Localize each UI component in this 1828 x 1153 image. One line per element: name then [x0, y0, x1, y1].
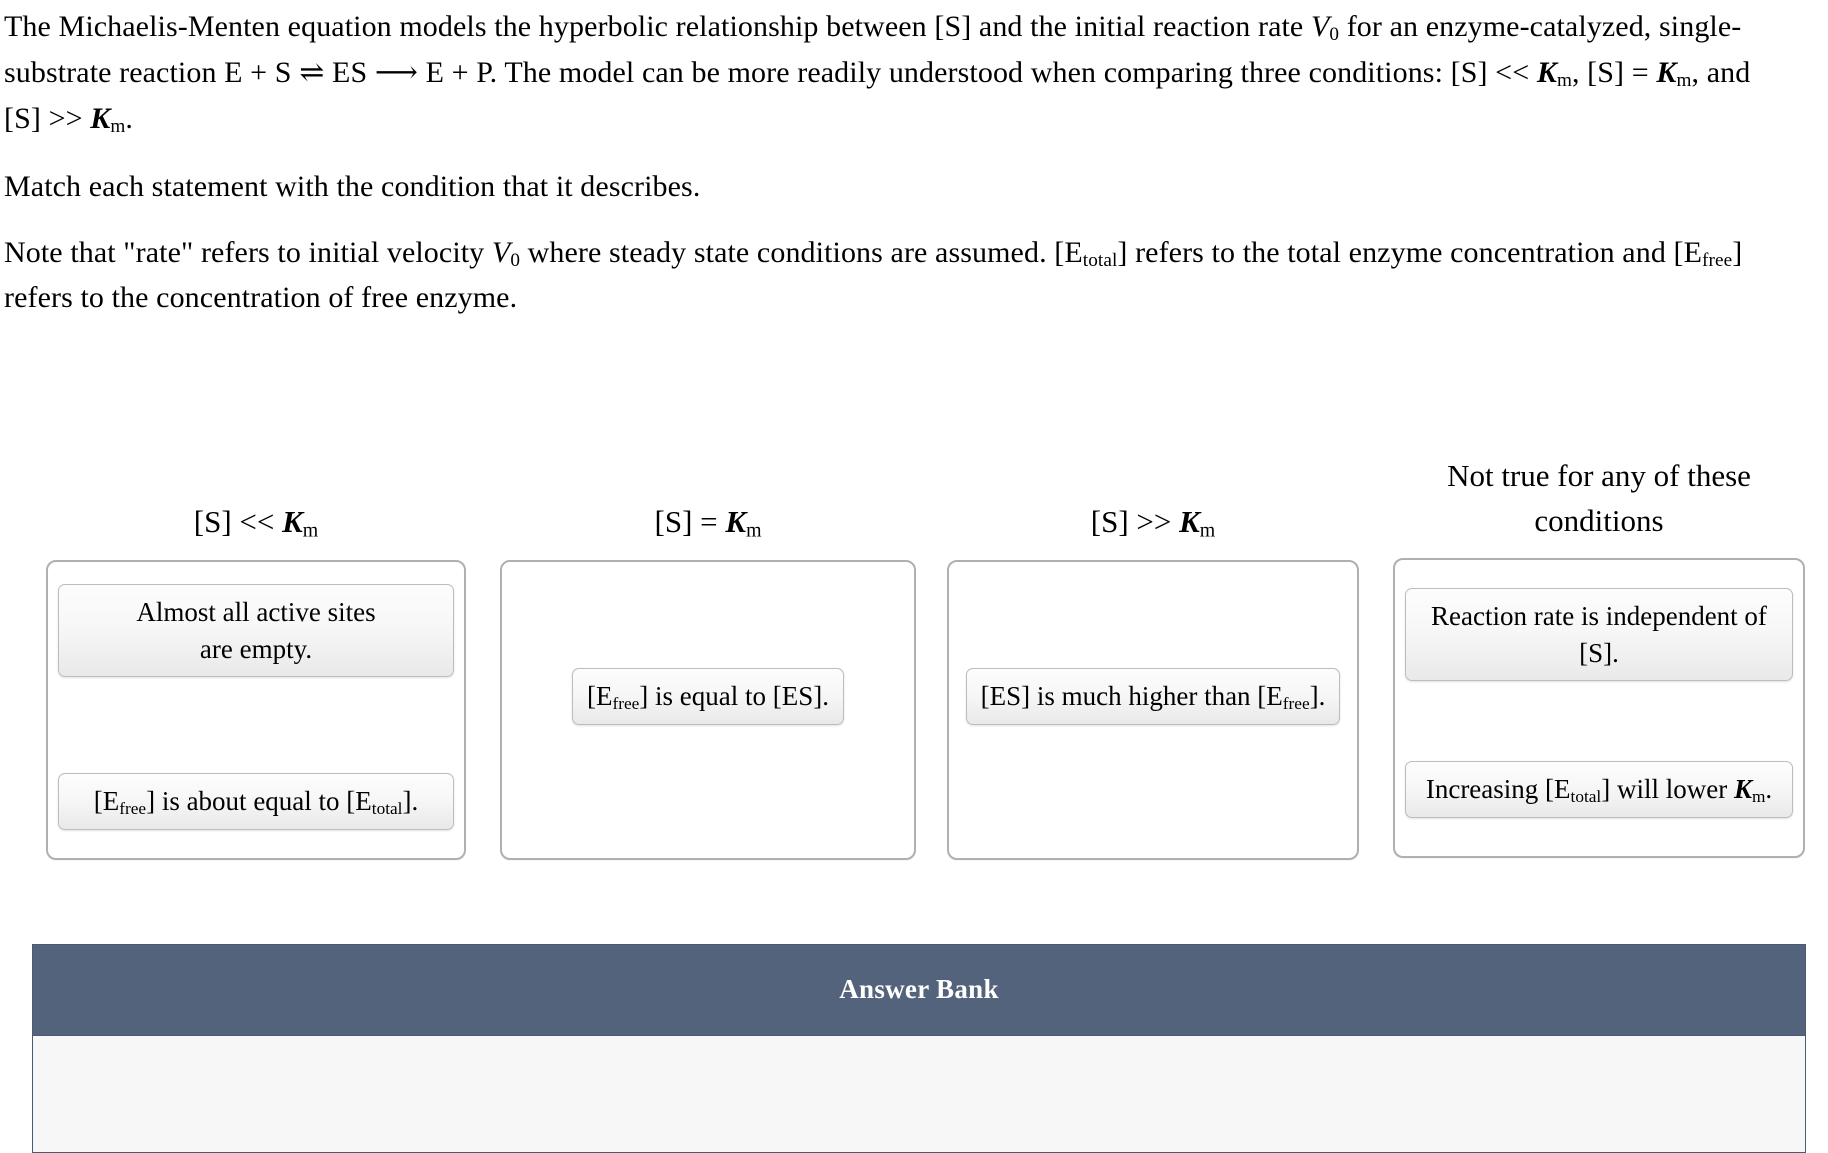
tile-text-post: ].	[402, 785, 419, 816]
tile-text-mid: ] is about equal to [E	[146, 785, 372, 816]
prompt-paragraph-3: Note that "rate" refers to initial veloc…	[4, 230, 1794, 322]
k-symbol: K	[282, 504, 303, 539]
dropzone-spacer	[1405, 681, 1793, 760]
e-free-subscript: free	[1702, 249, 1733, 271]
dropzone-not-true-for-any[interactable]: Reaction rate is independent of [S]. Inc…	[1393, 557, 1805, 858]
prompt-p1-part-f: , and [S] >>	[4, 55, 1751, 135]
answer-tile-efree-equal-es[interactable]: [Efree] is equal to [ES].	[571, 668, 845, 726]
column-header-4: Not true for any of these conditions	[1393, 454, 1805, 544]
v-subscript: 0	[510, 249, 521, 271]
right-arrow-icon: ⟶	[374, 55, 418, 89]
answer-bank[interactable]: Answer Bank	[32, 944, 1806, 1153]
k-symbol: K	[90, 101, 111, 135]
column-header-4-line-1: Not true for any of these	[1447, 458, 1751, 493]
prompt-p1-part-d: E + P. The model can be more readily und…	[417, 55, 1537, 89]
tile-text-mid: ].	[1309, 681, 1326, 711]
km-symbol: Km	[725, 504, 762, 542]
k-subscript: m	[1199, 519, 1216, 542]
prompt-p1-part-c: ES	[324, 55, 375, 89]
matching-columns: [S] << Km Almost all active sites are em…	[0, 458, 1828, 900]
prompt-p1-part-a: The Michaelis-Menten equation models the…	[4, 10, 1311, 43]
tile-text-mid: ] is equal to [ES].	[639, 681, 830, 711]
match-column-s-much-greater-than-km: [S] >> Km [ES] is much higher than [Efre…	[947, 500, 1359, 860]
dropzone-spacer	[58, 677, 454, 772]
tile-subscript-total: total	[1570, 786, 1602, 806]
k-subscript: m	[302, 519, 319, 542]
column-header-2-prefix: [S] =	[654, 504, 726, 539]
prompt-paragraph-1: The Michaelis-Menten equation models the…	[4, 4, 1794, 142]
tile-line-2: [S].	[1579, 637, 1619, 668]
k-subscript: m	[110, 116, 126, 137]
tile-subscript-total: total	[371, 798, 403, 818]
column-header-4-line-2: conditions	[1534, 502, 1664, 538]
column-header-3: [S] >> Km	[947, 500, 1359, 546]
tile-subscript-free: free	[1282, 693, 1310, 713]
k-subscript: m	[1556, 70, 1572, 92]
answer-bank-title: Answer Bank	[33, 945, 1805, 1035]
k-subscript: m	[1676, 70, 1692, 92]
prompt-p1-part-b: for an enzyme-catalyzed, single-substrat…	[4, 10, 1742, 89]
dropzone-s-equals-km[interactable]: [Efree] is equal to [ES].	[500, 560, 916, 860]
answer-tile-efree-about-equal-etotal[interactable]: [Efree] is about equal to [Etotal].	[58, 772, 454, 830]
answer-tile-almost-all-active-sites-are-empty[interactable]: Almost all active sites are empty.	[58, 584, 454, 678]
km-symbol: Km	[282, 504, 319, 542]
dropzone-s-much-greater-than-km[interactable]: [ES] is much higher than [Efree].	[947, 560, 1359, 860]
k-symbol: K	[1179, 504, 1200, 539]
k-subscript: m	[746, 519, 762, 542]
tile-text-pre: Increasing [E	[1425, 773, 1571, 804]
equilibrium-arrow-icon: ⇌	[299, 55, 325, 89]
km-symbol-2: Km	[1656, 55, 1692, 92]
prompt-p3-part-a: Note that "rate" refers to initial veloc…	[4, 235, 492, 269]
answer-tile-reaction-rate-independent-of-s[interactable]: Reaction rate is independent of [S].	[1405, 587, 1793, 682]
matching-board: [S] << Km Almost all active sites are em…	[0, 458, 1828, 900]
v-subscript: 0	[1329, 24, 1340, 46]
column-header-3-prefix: [S] >>	[1090, 504, 1180, 539]
prompt-p1-part-e: , [S] =	[1571, 55, 1657, 89]
k-symbol: K	[1733, 773, 1752, 804]
dropzone-s-much-less-than-km[interactable]: Almost all active sites are empty. [Efre…	[46, 560, 466, 860]
k-symbol: K	[1536, 55, 1557, 89]
tile-text-mid: ] will lower	[1601, 773, 1734, 804]
k-symbol: K	[1656, 55, 1677, 89]
km-symbol: Km	[1179, 504, 1216, 542]
k-subscript: m	[1751, 786, 1766, 806]
v-symbol: V	[1310, 10, 1330, 43]
tile-line-1: Reaction rate is independent of	[1431, 600, 1767, 631]
tile-text-pre: [ES] is much higher than [E	[980, 681, 1283, 711]
prompt-p3-part-d: ] refers to the concentration of free en…	[4, 235, 1743, 315]
column-header-1-prefix: [S] <<	[193, 504, 283, 539]
match-column-s-much-less-than-km: [S] << Km Almost all active sites are em…	[46, 500, 466, 860]
k-symbol: K	[725, 504, 747, 539]
match-column-not-true-for-any: Not true for any of these conditions Rea…	[1393, 458, 1805, 858]
km-symbol-3: Km.	[90, 101, 133, 137]
column-header-2: [S] = Km	[500, 500, 916, 546]
prompt-p3-part-c: ] refers to the total enzyme concentrati…	[1117, 235, 1703, 269]
v-zero-symbol: V0	[491, 235, 521, 271]
match-column-s-equals-km: [S] = Km [Efree] is equal to [ES].	[500, 500, 916, 860]
answer-tile-es-much-higher-than-efree[interactable]: [ES] is much higher than [Efree].	[965, 668, 1341, 726]
period: .	[125, 101, 133, 135]
v-symbol: V	[491, 235, 511, 269]
km-symbol: Km.	[1733, 773, 1773, 806]
prompt-paragraph-2: Match each statement with the condition …	[4, 169, 701, 203]
answer-tile-increasing-etotal-lowers-km[interactable]: Increasing [Etotal] will lower Km.	[1405, 760, 1793, 818]
tile-text-post: .	[1765, 773, 1773, 804]
tile-subscript-free: free	[119, 798, 147, 818]
tile-subscript-free: free	[612, 693, 640, 713]
answer-bank-dropzone[interactable]	[33, 1035, 1805, 1152]
tile-line-2: are empty.	[199, 633, 313, 664]
e-total-subscript: total	[1082, 249, 1118, 271]
km-symbol-1: Km	[1536, 55, 1572, 92]
column-header-1: [S] << Km	[46, 500, 466, 546]
prompt-area: The Michaelis-Menten equation models the…	[0, 0, 1794, 321]
v-zero-symbol: V0	[1310, 10, 1340, 46]
prompt-p3-part-b: where steady state conditions are assume…	[520, 235, 1083, 269]
tile-line-1: Almost all active sites	[136, 597, 376, 627]
tile-text-pre: [E	[93, 785, 120, 816]
tile-text-pre: [E	[586, 681, 613, 711]
